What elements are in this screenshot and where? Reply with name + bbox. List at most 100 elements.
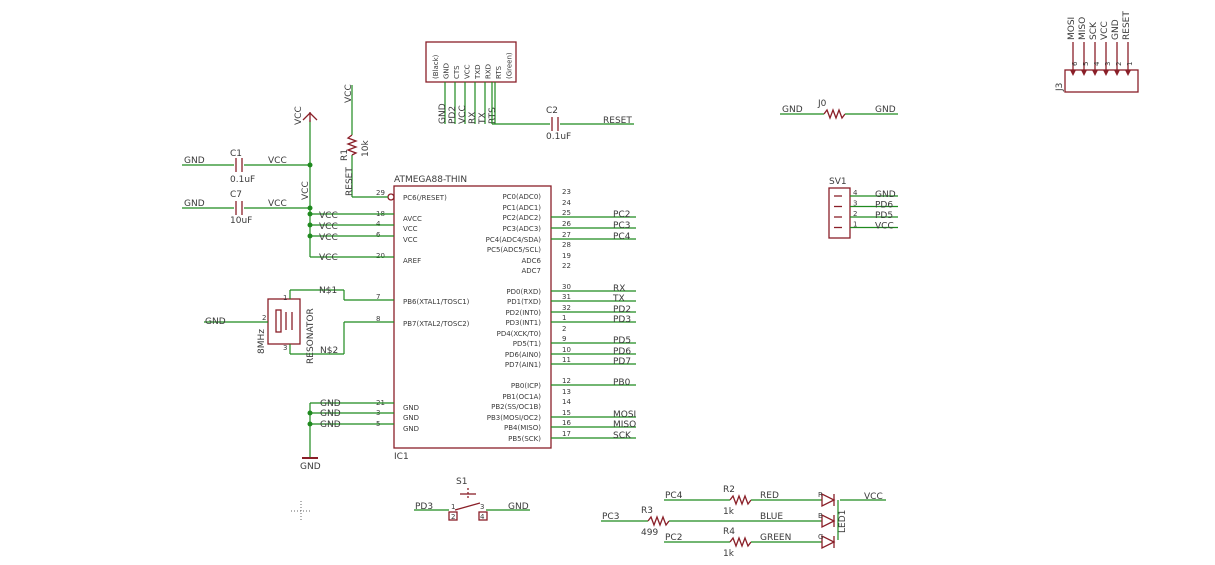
ftdi-net-label: RX bbox=[468, 112, 478, 124]
resonator-body bbox=[267, 298, 301, 345]
ic-right-pin-name: PD4(XCK/T0) bbox=[497, 330, 542, 338]
j3-pin-number: 4 bbox=[1093, 61, 1101, 66]
aref-net: VCC bbox=[319, 253, 338, 263]
ic-left-wiring: VCC VCC VCC VCC GND GND GND GND RESET bbox=[300, 120, 394, 472]
led-resistor bbox=[729, 536, 752, 548]
resonator-value: 8MHz bbox=[257, 329, 267, 354]
s1-left-net: PD3 bbox=[415, 502, 433, 512]
sv1-net-label: VCC bbox=[875, 222, 894, 232]
j0-left: GND bbox=[782, 105, 803, 115]
c2-ref: C2 bbox=[546, 106, 558, 116]
ic-left-pin-number: 6 bbox=[376, 231, 381, 239]
sv1-net-label: PD5 bbox=[875, 211, 893, 221]
j3-pin-number: 1 bbox=[1126, 62, 1134, 66]
j3-pin-arrow bbox=[1114, 70, 1120, 76]
led-color-net: RED bbox=[760, 491, 779, 501]
ic-right-net-label: PD2 bbox=[613, 305, 631, 315]
led-resistor-value: 499 bbox=[641, 528, 658, 538]
led-resistor-ref: R4 bbox=[723, 527, 735, 537]
led-diode bbox=[821, 513, 836, 529]
vcc-rail-label: VCC bbox=[301, 181, 311, 200]
sv1-pin-number: 2 bbox=[853, 210, 857, 218]
sv1-pin-number: 4 bbox=[853, 189, 858, 197]
led-resistor-value: 1k bbox=[723, 507, 735, 517]
ftdi-pin-label: RTS bbox=[495, 65, 503, 79]
s1-pin-4: 4 bbox=[480, 513, 485, 521]
led-diode bbox=[821, 492, 836, 508]
ic-right-pin-number: 26 bbox=[562, 220, 571, 228]
r1-value: 10k bbox=[361, 140, 371, 157]
ftdi-pin-label: TXD bbox=[474, 65, 482, 80]
ic-left-pin-number: 29 bbox=[376, 189, 385, 197]
gnd-net-3: GND bbox=[320, 420, 341, 430]
vcc-net-1: VCC bbox=[319, 222, 338, 232]
led-resistor bbox=[647, 515, 670, 527]
ic-right-pin-number: 31 bbox=[562, 293, 571, 301]
vcc-symbol: VCC VCC bbox=[294, 106, 318, 200]
ic-right-pin-number: 11 bbox=[562, 356, 571, 364]
ic-right-pin-number: 17 bbox=[562, 430, 571, 438]
ic-left-pins: PC6(/RESET)29AVCC18VCC4VCC6AREF20PB6(XTA… bbox=[376, 189, 470, 433]
ic-right-pin-name: PB3(MOSI/OC2) bbox=[487, 414, 541, 422]
ic-right-pin-name: PD5(T1) bbox=[513, 340, 542, 348]
ic-right-pin-name: PD6(AIN0) bbox=[505, 351, 541, 359]
ftdi-net-label: VCC bbox=[458, 105, 468, 124]
ic-left-pin-name: PB6(XTAL1/TOSC1) bbox=[403, 298, 470, 306]
ic-right-pin-name: PB2(SS/OC1B) bbox=[491, 403, 541, 411]
c2-net: RESET bbox=[603, 116, 632, 126]
led-row-net: PC3 bbox=[602, 512, 619, 522]
s1-right-net: GND bbox=[508, 502, 529, 512]
ic-right-pin-number: 32 bbox=[562, 304, 571, 312]
led-color-net: GREEN bbox=[760, 533, 791, 543]
ftdi-net-label: TX bbox=[478, 112, 488, 125]
c2-value: 0.1uF bbox=[546, 132, 571, 142]
j3-pin-arrow bbox=[1070, 70, 1076, 76]
ftdi-pin-label: RXD bbox=[485, 64, 493, 79]
led-pin-g: G bbox=[818, 533, 823, 541]
ic-right-pin-number: 10 bbox=[562, 346, 571, 354]
c1-gnd: GND bbox=[184, 156, 205, 166]
ic-right-pin-name: PD3(INT1) bbox=[505, 319, 541, 327]
ic-right-pin-name: PB1(OC1A) bbox=[502, 393, 541, 401]
ic-right-pin-number: 15 bbox=[562, 409, 571, 417]
led-resistor-ref: R3 bbox=[641, 506, 653, 516]
ic-right-net-label: SCK bbox=[613, 431, 632, 441]
c7-value: 10uF bbox=[230, 216, 252, 226]
ic-right-pin-name: PC4(ADC4/SDA) bbox=[486, 236, 542, 244]
gnd-net-2: GND bbox=[320, 409, 341, 419]
ic-left-pin-name: PC6(/RESET) bbox=[403, 194, 447, 202]
ic-left-pin-name: GND bbox=[403, 404, 419, 412]
ftdi-pin-label: (Green) bbox=[506, 52, 514, 79]
s1-pin-3: 3 bbox=[480, 503, 484, 511]
c1-value: 0.1uF bbox=[230, 175, 255, 185]
ic-left-pin-name: VCC bbox=[403, 225, 418, 233]
ic-left-pin-number: 8 bbox=[376, 315, 380, 323]
j3-pin-number: 6 bbox=[1071, 61, 1079, 66]
resonator-name: RESONATOR bbox=[306, 308, 316, 364]
j3-ref: J3 bbox=[1055, 83, 1065, 92]
j0-right: GND bbox=[875, 105, 896, 115]
reset-pin-bubble bbox=[387, 193, 395, 201]
ic-right-pin-number: 13 bbox=[562, 388, 571, 396]
ic-left-pin-number: 4 bbox=[376, 220, 381, 228]
j3-pin-arrow bbox=[1092, 70, 1098, 76]
ic-right-pin-number: 23 bbox=[562, 188, 571, 196]
ftdi-net-label: GND bbox=[438, 103, 448, 124]
ic-right-pin-number: 9 bbox=[562, 335, 566, 343]
ic-left-pin-number: 20 bbox=[376, 252, 385, 260]
led-resistor-value: 1k bbox=[723, 549, 735, 559]
ic-right-pin-name: PB5(SCK) bbox=[508, 435, 541, 443]
sv1-pin-number: 1 bbox=[853, 221, 857, 229]
j3-pin-label: VCC bbox=[1100, 21, 1110, 40]
ftdi-body bbox=[425, 41, 517, 83]
ftdi-pin-label: GND bbox=[443, 63, 451, 79]
led-vcc-net: VCC bbox=[864, 492, 883, 502]
c1-ref: C1 bbox=[230, 149, 242, 159]
ic-left-pin-number: 7 bbox=[376, 293, 380, 301]
j3-body bbox=[1064, 69, 1139, 93]
origin-crosshair bbox=[291, 501, 311, 521]
ic-right-net-label: MISO bbox=[613, 420, 636, 430]
ic-right-pin-name: PC3(ADC3) bbox=[502, 225, 541, 233]
j3-pin-label: MOSI bbox=[1067, 17, 1077, 40]
